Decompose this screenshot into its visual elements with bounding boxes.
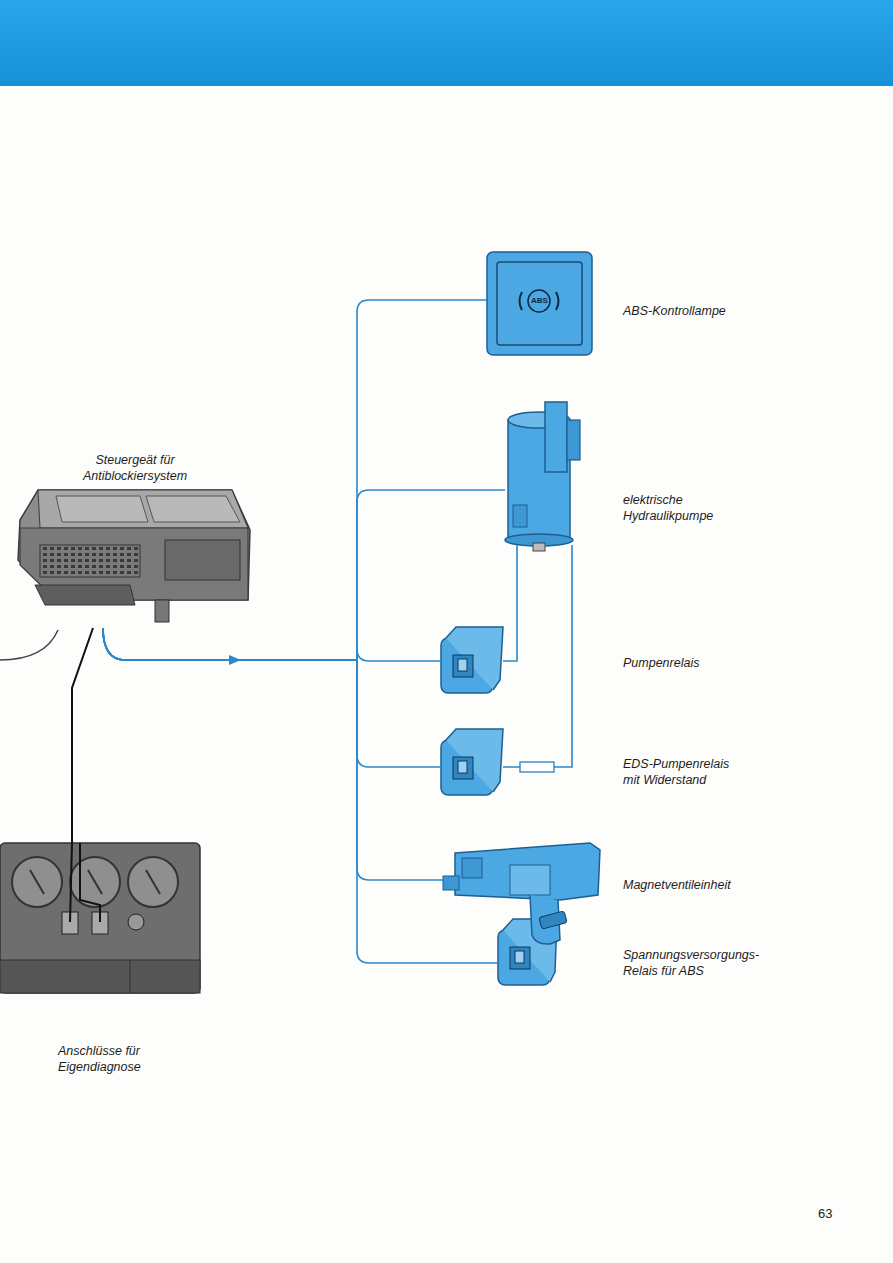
- wire: [0, 630, 58, 660]
- diagnosis-panel: Anschlüsse für Eigendiagnose: [0, 843, 200, 993]
- wire-connector: [503, 545, 517, 661]
- relay: [441, 729, 503, 795]
- control-unit: [18, 490, 250, 622]
- hydraulic-pump: elektrische Hydraulikpumpe: [505, 400, 582, 550]
- part-label: ABS-Kontrollampe: [623, 303, 823, 319]
- wire-connector: [103, 628, 443, 880]
- part-label: elektrische Hydraulikpumpe: [623, 492, 733, 524]
- wire-connector: [503, 545, 572, 767]
- wire-connector: [103, 490, 505, 660]
- relay: EDS-Pumpenrelais mit Widerstand: [441, 729, 503, 797]
- page-number: 63: [818, 1206, 832, 1221]
- wire-connector: [103, 628, 441, 767]
- part-label: Steuergeät für Antiblockiersystem: [70, 452, 200, 484]
- control-unit: Steuergeät für Antiblockiersystem: [18, 488, 252, 628]
- relay: Pumpenrelais: [441, 627, 503, 695]
- part-label: Magnetventileinheit: [623, 877, 823, 893]
- warning-lamp: ABSABS-Kontrollampe: [487, 252, 592, 355]
- part-label: EDS-Pumpenrelais mit Widerstand: [623, 756, 743, 788]
- valve-unit: [443, 843, 600, 944]
- hydraulic-pump: [505, 402, 580, 551]
- part-label: Pumpenrelais: [623, 655, 823, 671]
- valve-unit: Magnetventileinheit: [443, 843, 601, 947]
- wire-connector: [103, 628, 441, 661]
- relay: [441, 627, 503, 693]
- lamp-symbol-text: ABS: [531, 296, 547, 306]
- wire-connector: [103, 628, 498, 963]
- wire-connector: [72, 628, 93, 843]
- part-label: Anschlüsse für Eigendiagnose: [58, 1043, 168, 1075]
- header-band: [0, 0, 893, 86]
- resistor-symbol: [520, 762, 554, 772]
- relay: Spannungsversorgungs- Relais für ABS: [498, 919, 558, 987]
- arrow-head: [229, 655, 241, 665]
- diagnosis-panel: [0, 843, 200, 993]
- part-label: Spannungsversorgungs- Relais für ABS: [623, 947, 768, 979]
- warning-lamp: [487, 252, 592, 355]
